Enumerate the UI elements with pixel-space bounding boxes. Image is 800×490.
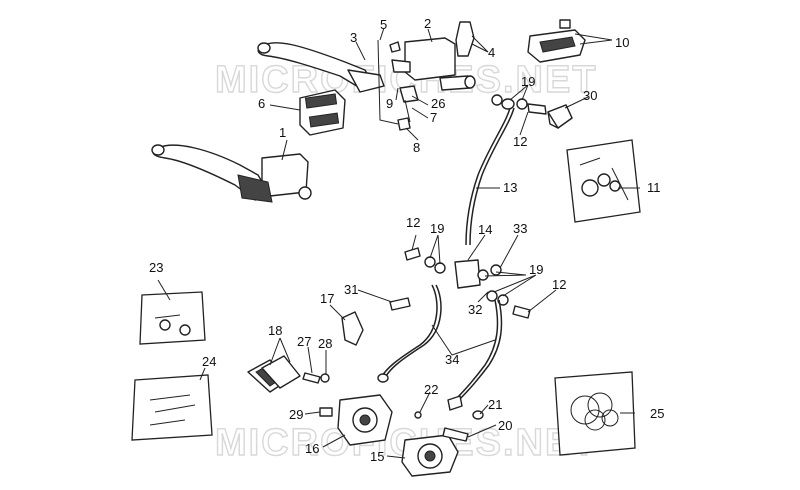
callout-19c: 19	[529, 262, 543, 277]
part-22	[414, 411, 422, 419]
callout-13: 13	[503, 180, 517, 195]
part-24-bag	[131, 374, 213, 441]
part-10-cover	[527, 19, 586, 63]
callout-3: 3	[350, 30, 357, 45]
master-cylinder-top	[377, 21, 476, 131]
part-25-bag	[554, 371, 636, 456]
callout-2: 2	[424, 16, 431, 31]
callout-6: 6	[258, 96, 265, 111]
leader-lines	[157, 27, 640, 459]
callout-1: 1	[279, 125, 286, 140]
callout-32: 32	[468, 302, 482, 317]
part-30	[547, 104, 573, 129]
hose-34-right	[449, 299, 499, 406]
callout-12b: 12	[406, 215, 420, 230]
part-20	[442, 427, 469, 442]
callout-17: 17	[320, 291, 334, 306]
callout-9: 9	[386, 96, 393, 111]
caliper-16	[337, 373, 393, 446]
callout-12c: 12	[552, 277, 566, 292]
callout-34: 34	[445, 352, 459, 367]
callout-25: 25	[650, 406, 664, 421]
hose-13	[465, 107, 511, 246]
part-23-bag	[139, 291, 206, 345]
callout-5: 5	[380, 17, 387, 32]
callout-27: 27	[297, 334, 311, 349]
callout-28: 28	[318, 336, 332, 351]
part-11-bag	[566, 139, 641, 223]
callout-20: 20	[498, 418, 512, 433]
lower-lever	[151, 144, 312, 203]
distributor-14	[389, 247, 531, 319]
callout-labels: 1 2 3 4 5 6 7 8 9 10 11 12 12 12 12 13 1…	[149, 16, 664, 464]
part-6-block	[299, 89, 346, 136]
callout-22: 22	[424, 382, 438, 397]
callout-19a: 19	[521, 74, 535, 89]
callout-30: 30	[583, 88, 597, 103]
part-29	[319, 407, 333, 417]
callout-18: 18	[268, 323, 282, 338]
part-17-pad	[341, 311, 364, 346]
part-18-pads	[247, 355, 301, 393]
callout-33: 33	[513, 221, 527, 236]
caliper-15	[401, 434, 459, 477]
part-28	[320, 373, 330, 383]
callout-8: 8	[413, 140, 420, 155]
callout-4: 4	[488, 45, 495, 60]
part-27	[302, 372, 321, 384]
callout-23: 23	[149, 260, 163, 275]
callout-19b: 19	[430, 221, 444, 236]
callout-12a: 12	[513, 134, 527, 149]
callout-16: 16	[305, 441, 319, 456]
hose-34-left	[379, 284, 438, 381]
callout-26: 26	[431, 96, 445, 111]
callout-14: 14	[478, 222, 492, 237]
callout-15: 15	[370, 449, 384, 464]
callout-7: 7	[430, 110, 437, 125]
callout-24: 24	[202, 354, 216, 369]
callout-31: 31	[344, 282, 358, 297]
callout-10: 10	[615, 35, 629, 50]
callout-21: 21	[488, 397, 502, 412]
callout-11: 11	[647, 180, 661, 195]
upper-lever	[257, 42, 385, 93]
callout-29: 29	[289, 407, 303, 422]
